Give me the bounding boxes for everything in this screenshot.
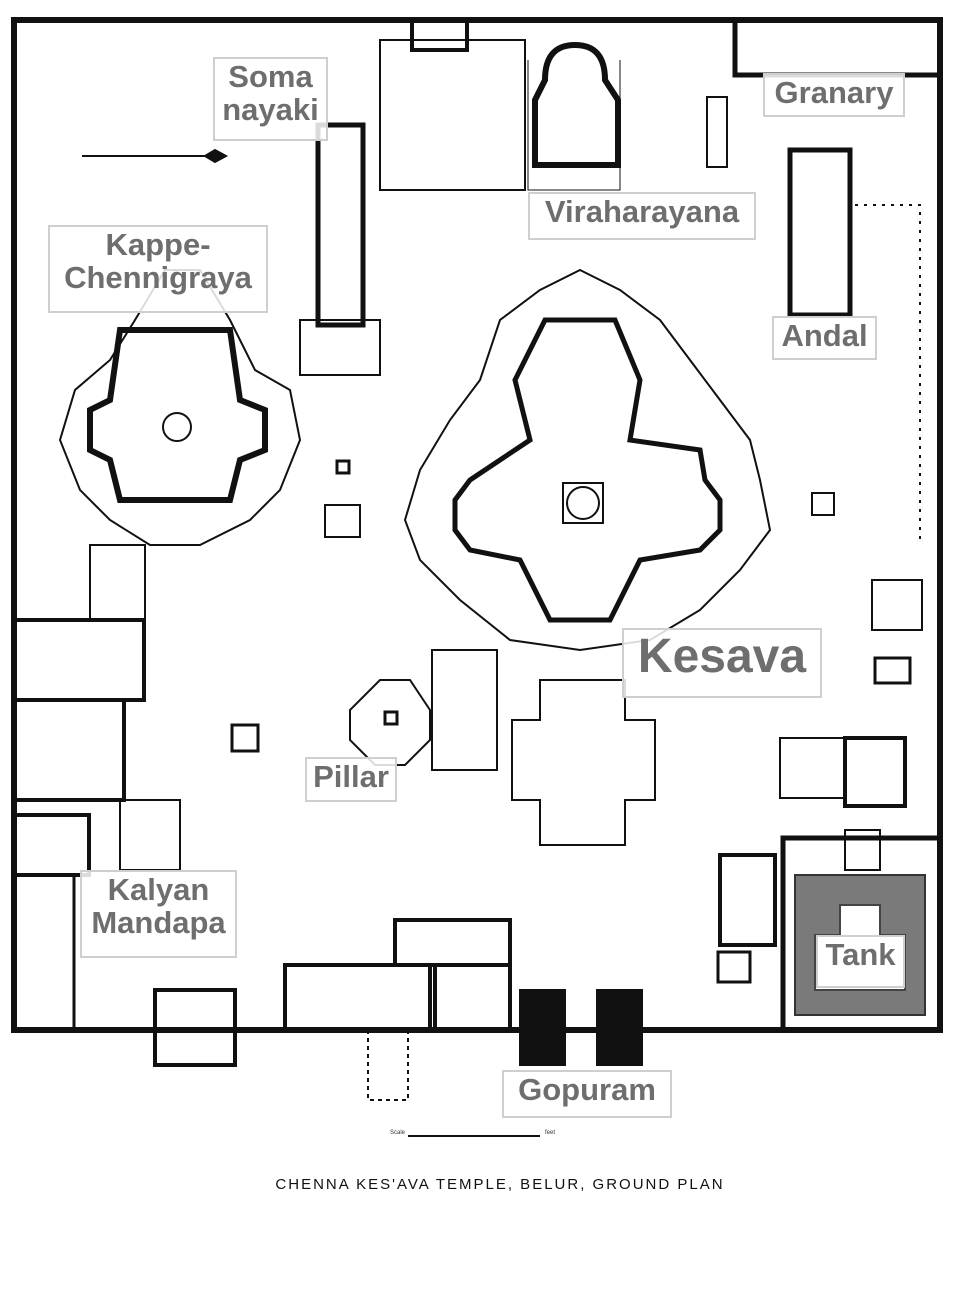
label-kalyan-mandapa: Kalyan Mandapa	[80, 870, 237, 958]
label-pillar: Pillar	[305, 757, 397, 802]
tank-enclosure	[780, 835, 943, 1033]
scale-unit: feet	[545, 1130, 556, 1136]
label-kappe-chennigraya: Kappe-Chennigraya	[48, 225, 268, 313]
pillar-platform	[349, 679, 431, 766]
kesava-porch	[511, 679, 656, 846]
label-gopuram: Gopuram	[502, 1070, 672, 1118]
label-soma-nayaki: Soma nayaki	[213, 57, 328, 141]
soma-nayaki-shrine	[315, 122, 366, 328]
scale-label: Scale	[390, 1130, 406, 1136]
label-viraharayana: Viraharayana	[528, 192, 756, 240]
andal-shrine	[787, 147, 853, 318]
granary-building	[732, 17, 943, 78]
label-tank: Tank	[816, 935, 905, 988]
label-kesava: Kesava	[622, 628, 822, 698]
kesava-temple-outline	[403, 268, 772, 652]
kappe-chennigraya-shrine	[58, 269, 302, 546]
viranarayana-shrine	[532, 41, 621, 168]
label-andal: Andal	[772, 316, 877, 360]
gopuram-structure	[519, 989, 566, 1066]
label-granary: Granary	[763, 73, 905, 117]
plan-title: CHENNA KES'AVA TEMPLE, BELUR, GROUND PLA…	[275, 1176, 725, 1193]
